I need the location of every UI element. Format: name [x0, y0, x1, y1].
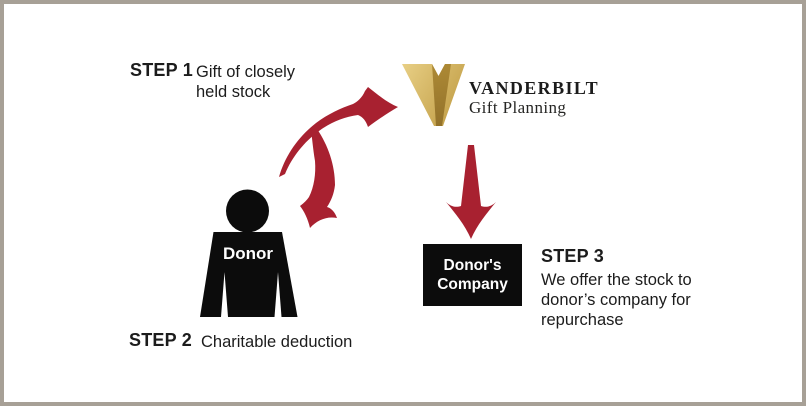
logo-subtitle: Gift Planning	[469, 98, 567, 117]
step2-text: Charitable deduction	[201, 332, 352, 352]
donor-label: Donor	[222, 244, 274, 263]
step1-label: STEP 1	[130, 60, 193, 80]
vanderbilt-wordmark: VANDERBILT Gift Planning	[469, 79, 599, 116]
company-label-line2: Company	[437, 276, 508, 293]
donors-company-box: Donor's Company	[423, 244, 522, 306]
step2-label: STEP 2	[129, 330, 192, 350]
donor-figure-icon	[200, 189, 298, 317]
step3-text: We offer the stock to donor’s company fo…	[541, 270, 692, 330]
step1-text-line1: Gift of closely	[196, 63, 296, 81]
step2-text-line1: Charitable deduction	[201, 333, 353, 351]
straight-arrow-vanderbilt-to-company-icon	[446, 145, 496, 239]
logo-title: VANDERBILT	[469, 78, 600, 98]
company-label-line1: Donor's	[443, 257, 502, 274]
step3-text-line3: repurchase	[541, 311, 624, 329]
straight-arrow-to-company	[446, 145, 496, 239]
curved-arrow-donor-to-vanderbilt-icon	[279, 87, 398, 177]
curved-arrows	[279, 87, 398, 228]
step1-text: Gift of closely held stock	[196, 62, 295, 102]
step3-text-line1: We offer the stock to	[541, 271, 692, 289]
curved-arrow-vanderbilt-to-donor-icon	[300, 129, 337, 228]
step3-text-line2: donor’s company for	[541, 291, 691, 309]
step3-label: STEP 3	[541, 246, 604, 266]
vanderbilt-v-logo-icon	[402, 64, 465, 126]
step1-text-line2: held stock	[196, 83, 271, 101]
